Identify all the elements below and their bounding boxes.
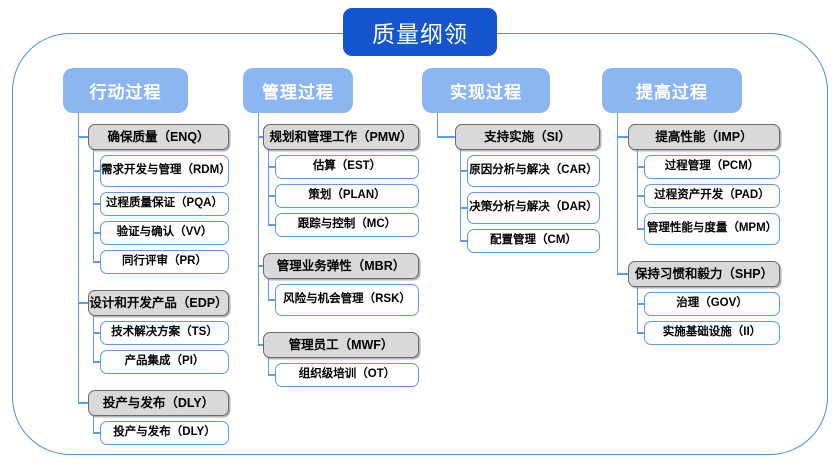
- connector-group-to-leaf-action-process-1-0: [93, 332, 100, 334]
- connector-trunk-to-group-action-process-2: [78, 402, 88, 404]
- leaf-box-action-process-1-0[interactable]: 技术解决方案（TS）: [100, 321, 229, 345]
- connector-trunk-to-group-management-process-2: [258, 344, 263, 346]
- leaf-box-realization-process-0-2[interactable]: 配置管理（CM）: [467, 229, 600, 253]
- connector-trunk-to-group-management-process-1: [258, 265, 263, 267]
- connector-group-trunk-improvement-process-1: [637, 287, 639, 333]
- connector-group-to-leaf-improvement-process-1-0: [637, 303, 644, 305]
- connector-group-to-leaf-action-process-0-1: [93, 203, 100, 205]
- connector-group-to-leaf-management-process-2-0: [268, 374, 275, 376]
- connector-group-to-leaf-management-process-1-0: [268, 299, 275, 301]
- group-box-action-process-2[interactable]: 投产与发布（DLY）: [88, 390, 229, 416]
- connector-group-to-leaf-improvement-process-0-1: [637, 195, 644, 197]
- connector-group-trunk-management-process-0: [268, 150, 270, 225]
- leaf-box-improvement-process-1-0[interactable]: 治理（GOV）: [644, 292, 780, 316]
- leaf-box-action-process-0-3[interactable]: 同行评审（PR）: [100, 250, 229, 274]
- connector-trunk-to-group-improvement-process-0: [617, 136, 628, 138]
- group-box-management-process-2[interactable]: 管理员工（MWF）: [263, 332, 419, 358]
- connector-group-to-leaf-action-process-0-3: [93, 261, 100, 263]
- group-box-action-process-1[interactable]: 设计和开发产品（EDP）: [88, 290, 229, 316]
- connector-group-to-leaf-action-process-1-1: [93, 361, 100, 363]
- group-box-action-process-0[interactable]: 确保质量（ENQ）: [88, 124, 229, 150]
- connector-group-to-leaf-improvement-process-0-2: [637, 228, 644, 230]
- group-box-improvement-process-1[interactable]: 保持习惯和毅力（SHP）: [628, 261, 780, 287]
- group-box-realization-process-0[interactable]: 支持实施（SI）: [455, 124, 600, 150]
- connector-trunk-to-group-management-process-0: [258, 136, 263, 138]
- group-box-improvement-process-0[interactable]: 提高性能（IMP）: [628, 124, 780, 150]
- column-header-realization-process[interactable]: 实现过程: [422, 68, 550, 113]
- leaf-box-improvement-process-0-0[interactable]: 过程管理（PCM）: [644, 155, 780, 179]
- connector-group-to-leaf-realization-process-0-2: [460, 240, 467, 242]
- connector-column-trunk-action-process: [78, 113, 80, 403]
- connector-trunk-to-group-action-process-1: [78, 302, 88, 304]
- leaf-box-action-process-0-0[interactable]: 需求开发与管理（RDM）: [100, 155, 231, 187]
- column-header-action-process[interactable]: 行动过程: [63, 68, 188, 113]
- leaf-box-action-process-2-0[interactable]: 投产与发布（DLY）: [100, 421, 229, 445]
- connector-group-trunk-management-process-1: [268, 279, 270, 300]
- connector-column-trunk-realization-process: [437, 113, 439, 137]
- connector-trunk-to-group-action-process-0: [78, 136, 88, 138]
- group-box-management-process-1[interactable]: 管理业务弹性（MBR）: [263, 253, 419, 279]
- leaf-box-improvement-process-1-1[interactable]: 实施基础设施（II）: [644, 321, 780, 345]
- connector-column-trunk-improvement-process: [617, 113, 619, 274]
- connector-column-trunk-management-process: [258, 113, 260, 345]
- leaf-box-management-process-0-1[interactable]: 策划（PLAN）: [275, 184, 419, 208]
- column-header-management-process[interactable]: 管理过程: [243, 68, 353, 113]
- leaf-box-action-process-0-2[interactable]: 验证与确认（VV）: [100, 221, 229, 245]
- connector-group-to-leaf-action-process-2-0: [93, 432, 100, 434]
- leaf-box-management-process-1-0[interactable]: 风险与机会管理（RSK）: [275, 284, 419, 316]
- connector-trunk-to-group-improvement-process-1: [617, 273, 628, 275]
- connector-group-to-leaf-management-process-0-0: [268, 166, 275, 168]
- leaf-box-realization-process-0-1[interactable]: 决策分析与解决（DAR）: [467, 192, 600, 224]
- connector-group-trunk-action-process-2: [93, 416, 95, 433]
- connector-group-to-leaf-management-process-0-2: [268, 224, 275, 226]
- leaf-box-improvement-process-0-1[interactable]: 过程资产开发（PAD）: [644, 184, 780, 208]
- connector-group-to-leaf-management-process-0-1: [268, 195, 275, 197]
- leaf-box-management-process-0-0[interactable]: 估算（EST）: [275, 155, 419, 179]
- connector-group-to-leaf-improvement-process-0-0: [637, 166, 644, 168]
- leaf-box-realization-process-0-0[interactable]: 原因分析与解决（CAR）: [467, 155, 600, 187]
- connector-trunk-to-group-realization-process-0: [437, 136, 455, 138]
- connector-group-to-leaf-action-process-0-2: [93, 232, 100, 234]
- leaf-box-management-process-2-0[interactable]: 组织级培训（OT）: [275, 363, 419, 387]
- connector-group-trunk-management-process-2: [268, 358, 270, 375]
- group-box-management-process-0[interactable]: 规划和管理工作（PMW）: [263, 124, 419, 150]
- leaf-box-improvement-process-0-2[interactable]: 管理性能与度量（MPM）: [644, 213, 780, 245]
- connector-group-trunk-realization-process-0: [460, 150, 462, 241]
- connector-group-to-leaf-realization-process-0-1: [460, 207, 467, 209]
- leaf-box-management-process-0-2[interactable]: 跟踪与控制（MC）: [275, 213, 419, 237]
- leaf-box-action-process-1-1[interactable]: 产品集成（PI）: [100, 350, 229, 374]
- connector-group-to-leaf-action-process-0-0: [93, 170, 100, 172]
- connector-group-trunk-improvement-process-0: [637, 150, 639, 229]
- connector-group-to-leaf-realization-process-0-0: [460, 170, 467, 172]
- root-title: 质量纲领: [343, 8, 497, 56]
- connector-group-trunk-action-process-0: [93, 150, 95, 262]
- connector-group-to-leaf-improvement-process-1-1: [637, 332, 644, 334]
- connector-group-trunk-action-process-1: [93, 316, 95, 362]
- column-header-improvement-process[interactable]: 提高过程: [602, 68, 742, 113]
- leaf-box-action-process-0-1[interactable]: 过程质量保证（PQA）: [100, 192, 229, 216]
